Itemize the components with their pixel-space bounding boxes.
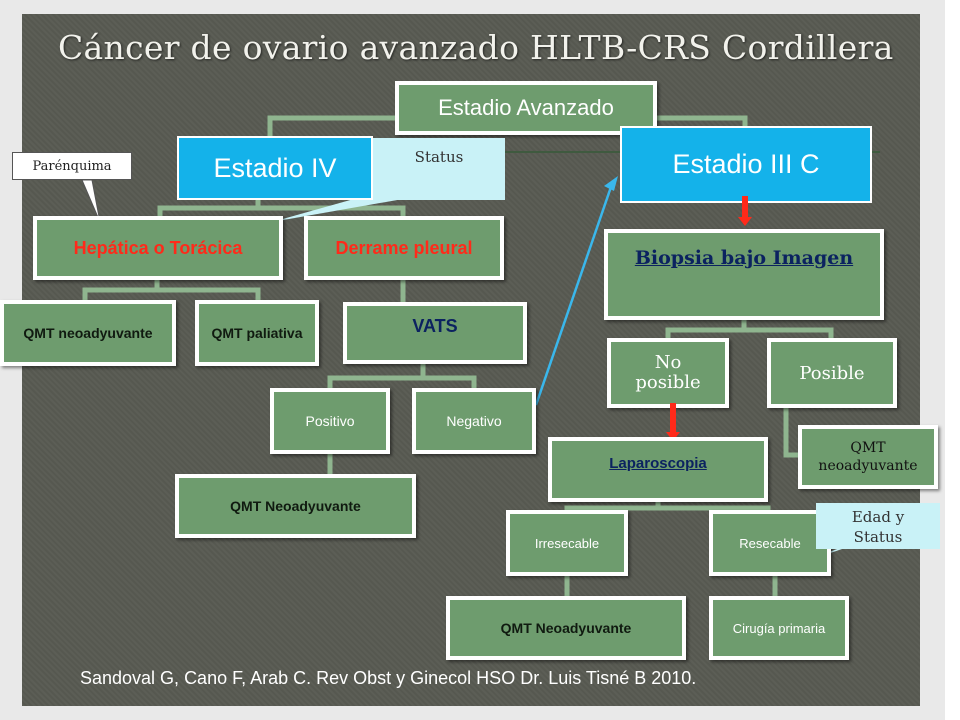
connector-posible-qmt bbox=[783, 406, 800, 458]
connector-biopsia-noposible bbox=[665, 318, 747, 340]
node-irresecable: Irresecable bbox=[506, 510, 628, 576]
connector-iv-derrame bbox=[258, 205, 406, 218]
callout-edad-status: Edad y Status bbox=[816, 503, 940, 549]
node-estadio-iv: Estadio IV bbox=[177, 136, 373, 200]
node-qmt-neoadyuvante-left: QMT neoadyuvante bbox=[0, 300, 176, 366]
node-estadio-iiic: Estadio III C bbox=[620, 126, 872, 203]
node-hepatica-toracica: Hepática o Torácica bbox=[33, 216, 283, 280]
red-arrow-to-biopsia bbox=[738, 196, 752, 226]
node-vats: VATS bbox=[343, 302, 527, 364]
connector-hep-paliativa bbox=[157, 287, 261, 302]
negativo-to-iiic-arrow bbox=[534, 183, 614, 406]
red-arrow-to-laparoscopia bbox=[666, 403, 680, 441]
parenquima-tag-pointer bbox=[81, 179, 101, 223]
node-biopsia-bajo-imagen: Biopsia bajo Imagen bbox=[604, 229, 884, 320]
connector-biopsia-posible bbox=[744, 327, 834, 340]
node-laparoscopia: Laparoscopia bbox=[548, 437, 768, 502]
connector-root-iiic bbox=[655, 115, 748, 128]
node-qmt-paliativa: QMT paliativa bbox=[195, 300, 319, 366]
connector-vats-positivo bbox=[327, 362, 426, 390]
node-estadio-avanzado: Estadio Avanzado bbox=[395, 81, 657, 135]
connector-hep-qmtneo bbox=[82, 278, 160, 302]
slide-title: Cáncer de ovario avanzado HLTB-CRS Cordi… bbox=[58, 28, 894, 67]
node-cirugia-primaria: Cirugía primaria bbox=[709, 596, 849, 660]
connector-iv-hepatica bbox=[157, 200, 261, 218]
negativo-arrow-head bbox=[604, 176, 618, 191]
node-derrame-pleural: Derrame pleural bbox=[304, 216, 504, 280]
node-resecable: Resecable bbox=[709, 510, 831, 576]
connector-root-iv bbox=[267, 115, 402, 140]
citation-text: Sandoval G, Cano F, Arab C. Rev Obst y G… bbox=[80, 668, 697, 688]
node-posible: Posible bbox=[767, 338, 897, 408]
node-negativo: Negativo bbox=[412, 388, 536, 454]
connector-vats-negativo bbox=[423, 375, 477, 390]
node-qmt-neoadyuvante-bottom: QMT Neoadyuvante bbox=[446, 596, 686, 660]
tag-parenquima: Parénquima bbox=[12, 152, 132, 180]
callout-status: Status bbox=[373, 138, 505, 200]
node-qmt-neoadyuvante-right: QMT neoadyuvante bbox=[798, 425, 938, 489]
node-positivo: Positivo bbox=[270, 388, 390, 454]
node-no-posible: No posible bbox=[607, 338, 729, 408]
node-qmt-neoadyuvante-center: QMT Neoadyuvante bbox=[175, 474, 416, 538]
